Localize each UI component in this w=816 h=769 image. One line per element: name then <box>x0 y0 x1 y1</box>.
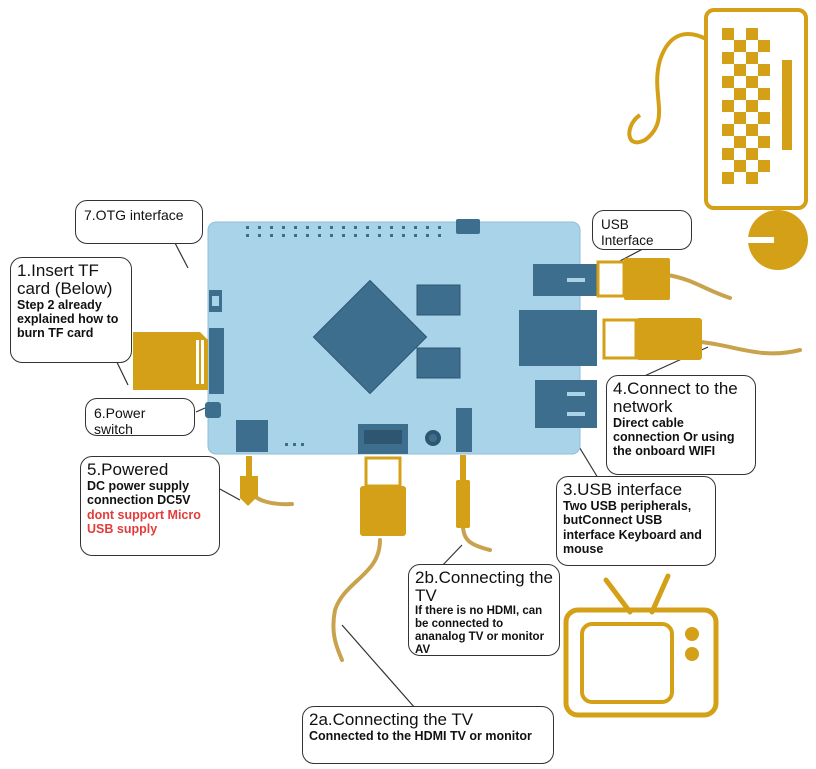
powered-title: 5.Powered <box>87 460 169 479</box>
tv2a-note: Connected to the HDMI TV or monitor <box>309 728 532 743</box>
dc-jack <box>236 420 268 452</box>
usb-port-1 <box>533 264 597 296</box>
av-plug-icon <box>456 455 470 528</box>
callout-network: 4.Connect to the network Direct cable co… <box>606 375 756 475</box>
switch-pointer <box>195 407 206 413</box>
sd-card-icon <box>133 332 208 390</box>
callout-otg: 7.OTG interface <box>75 200 203 244</box>
powered-note: DC power supply connection DC5V <box>87 478 191 508</box>
powered-warning: dont support Micro USB supply <box>87 507 201 536</box>
usb-plug-icon <box>596 258 670 300</box>
hdmi-plug-icon <box>360 456 406 536</box>
tv2a-pointer <box>341 624 416 709</box>
usb3-note: Two USB peripherals, butConnect USB inte… <box>563 498 702 556</box>
mouse-icon <box>748 210 808 270</box>
led-dots <box>285 443 304 446</box>
power-switch-label: 6.Power switch <box>94 405 146 438</box>
gpio-header <box>246 226 441 237</box>
board <box>205 219 597 455</box>
callout-tf-card: 1.Insert TF card (Below) Step 2 already … <box>10 257 132 363</box>
av-connector <box>456 408 472 452</box>
network-note: Direct cable connection Or using the onb… <box>613 415 735 459</box>
tf-note: Step 2 already explained how to burn TF … <box>17 297 119 341</box>
tv2b-note: If there is no HDMI, can be connected to… <box>415 604 545 657</box>
tf-slot <box>209 328 224 394</box>
ethernet-port <box>519 310 597 366</box>
powered-pointer <box>217 487 241 501</box>
usb3-pointer <box>577 444 599 479</box>
network-title: 4.Connect to the network <box>613 379 738 416</box>
usb3-title: 3.USB interface <box>563 480 683 499</box>
tv2a-title: 2a.Connecting the TV <box>309 710 474 729</box>
dc-plug-icon <box>240 456 258 506</box>
tf-title: 1.Insert TF card (Below) <box>17 261 113 298</box>
ethernet-plug-icon <box>602 318 702 360</box>
callout-powered: 5.Powered DC power supply connection DC5… <box>80 456 220 556</box>
otg-pointer <box>174 242 189 269</box>
callout-power-switch: 6.Power switch <box>85 398 195 438</box>
usb-top-label: USB Interface <box>601 217 654 248</box>
ram-chip-2 <box>416 347 461 379</box>
usb-port-dual <box>535 380 597 428</box>
ram-chip-1 <box>416 284 461 316</box>
soc-chip <box>312 279 428 395</box>
otg-label: 7.OTG interface <box>84 207 184 223</box>
keyboard-icon <box>627 8 808 210</box>
power-switch <box>205 402 221 418</box>
callout-usb-dual: 3.USB interface Two USB peripherals, but… <box>556 476 716 566</box>
callout-tv-hdmi: 2a.Connecting the TV Connected to the HD… <box>302 706 554 764</box>
tv-icon <box>563 573 719 718</box>
callout-tv-av: 2b.Connecting the TV If there is no HDMI… <box>408 564 560 656</box>
ir-receiver <box>456 219 480 234</box>
tv2b-title: 2b.Connecting the TV <box>415 568 553 605</box>
callout-usb-interface: USB Interface <box>592 210 692 250</box>
